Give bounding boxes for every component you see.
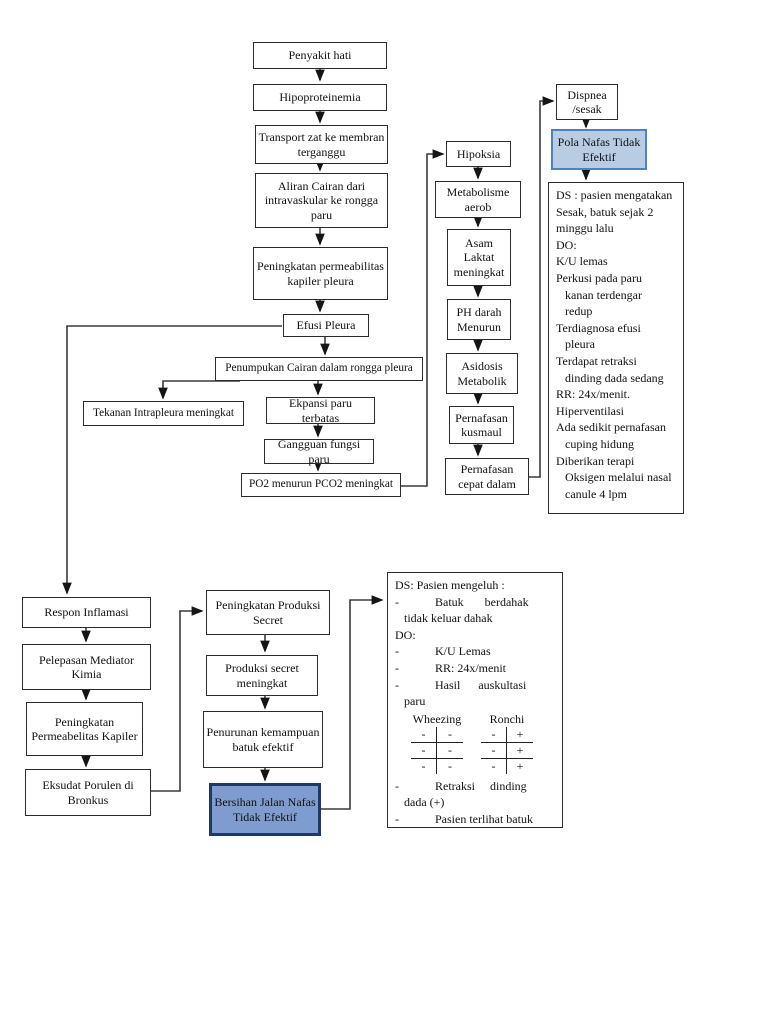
node-respon-inflamasi: Respon Inflamasi xyxy=(22,597,151,628)
node-hipoproteinemia: Hipoproteinemia xyxy=(253,84,387,111)
node-pelepasan-mediator: Pelepasan Mediator Kimia xyxy=(22,644,151,690)
assessment-bottom-text-before: DS: Pasien mengeluh : - Batuk berdahak t… xyxy=(395,578,529,709)
node-ph-darah: PH darah Menurun xyxy=(447,299,511,340)
wheezing-cell: - xyxy=(411,758,437,774)
wheezing-cell: - xyxy=(437,743,463,759)
node-pola-nafas-tidak-efektif: Pola Nafas Tidak Efektif xyxy=(551,129,647,170)
ronchi-cell: + xyxy=(507,743,533,759)
node-po2-menurun: PO2 menurun PCO2 meningkat xyxy=(241,473,401,497)
ronchi-cell: - xyxy=(481,726,507,743)
node-ekpansi-paru: Ekpansi paru terbatas xyxy=(266,396,375,425)
wheezing-grid: - - - - - - xyxy=(411,726,463,774)
node-penurunan-kemampuan: Penurunan kemampuan batuk efektif xyxy=(203,711,323,768)
assessment-box-top: DS : pasien mengatakan Sesak, batuk seja… xyxy=(548,182,684,514)
node-peningkatan-permeabelitas: Peningkatan Permeabelitas Kapiler xyxy=(26,702,143,756)
node-bersihan-jalan-nafas: Bersihan Jalan Nafas Tidak Efektif xyxy=(209,783,321,836)
node-penyakit-hati: Penyakit hati xyxy=(253,42,387,69)
ronchi-cell: + xyxy=(507,727,533,743)
node-transport-zat: Transport zat ke membran terganggu xyxy=(255,125,388,164)
node-dispnea: Dispnea /sesak xyxy=(556,84,618,120)
wheezing-cell: - xyxy=(437,727,463,743)
node-asam-laktat: Asam Laktat meningkat xyxy=(447,229,511,286)
ronchi-header: Ronchi xyxy=(489,711,525,726)
node-gangguan-fungsi: Gangguan fungsi paru xyxy=(264,437,374,466)
auscultation-tables: Wheezing - - - - - - Ronchi - + - + - xyxy=(411,712,559,774)
ronchi-grid: - + - + - + xyxy=(481,726,533,774)
node-asidosis-metabolik: Asidosis Metabolik xyxy=(446,353,518,394)
node-aliran-cairan: Aliran Cairan dari intravaskular ke rong… xyxy=(255,173,388,228)
wheezing-cell: - xyxy=(411,742,437,759)
node-penumpukan-cairan: Penumpukan Cairan dalam rongga pleura xyxy=(215,357,423,381)
wheezing-cell: - xyxy=(448,758,452,773)
node-pernafasan-cepat: Pernafasan cepat dalam xyxy=(445,458,529,495)
node-tekanan-intrapleura: Tekanan Intrapleura meningkat xyxy=(83,401,244,426)
ronchi-table: Ronchi - + - + - + xyxy=(481,712,533,774)
ronchi-cell: - xyxy=(481,758,507,774)
node-pernafasan-kusmaul: Pernafasan kusmaul xyxy=(449,406,514,444)
assessment-bottom-text-after: - Retraksi dinding dada (+) - Pasien ter… xyxy=(395,778,533,826)
node-metabolisme-aerob: Metabolisme aerob xyxy=(435,181,521,218)
node-peningkatan-produksi: Peningkatan Produksi Secret xyxy=(206,590,330,635)
ronchi-cell: + xyxy=(516,758,524,773)
wheezing-header: Wheezing xyxy=(412,711,462,726)
node-produksi-secret: Produksi secret meningkat xyxy=(206,655,318,696)
node-eksudat-porulen: Eksudat Porulen di Bronkus xyxy=(25,769,151,816)
node-efusi-pleura: Efusi Pleura xyxy=(283,314,369,337)
wheezing-cell: - xyxy=(411,726,437,743)
wheezing-table: Wheezing - - - - - - xyxy=(411,712,463,774)
node-peningkatan-permeabilitas: Peningkatan permeabilitas kapiler pleura xyxy=(253,247,388,300)
assessment-box-bottom: DS: Pasien mengeluh : - Batuk berdahak t… xyxy=(387,572,563,828)
node-hipoksia: Hipoksia xyxy=(446,141,511,167)
ronchi-cell: - xyxy=(481,742,507,759)
